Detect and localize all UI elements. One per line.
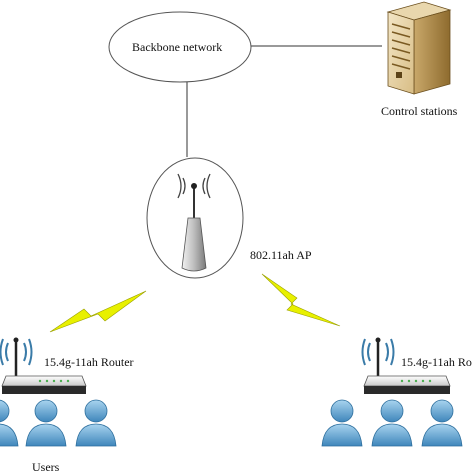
router-left-label: 15.4g-11ah Router bbox=[44, 355, 134, 369]
users-label: Users bbox=[32, 460, 60, 474]
backbone-network-label: Backbone network bbox=[132, 40, 223, 54]
control-station-server-icon bbox=[386, 1, 452, 95]
user-group-left bbox=[0, 399, 117, 447]
user-icon bbox=[25, 399, 67, 447]
user-group-right bbox=[321, 399, 463, 447]
user-icon bbox=[371, 399, 413, 447]
user-icon bbox=[0, 399, 19, 447]
control-stations-label: Control stations bbox=[381, 104, 458, 118]
access-point-icon bbox=[177, 173, 211, 272]
user-icon bbox=[321, 399, 363, 447]
ap-label: 802.11ah AP bbox=[250, 248, 312, 262]
router-right-icon bbox=[361, 337, 451, 394]
wireless-link-left-icon bbox=[49, 290, 147, 333]
backbone-network-cloud bbox=[108, 11, 252, 83]
router-left-icon bbox=[0, 337, 87, 394]
wireless-link-right-icon bbox=[261, 273, 341, 327]
router-right-label: 15.4g-11ah Ro bbox=[401, 355, 472, 369]
user-icon bbox=[421, 399, 463, 447]
user-icon bbox=[75, 399, 117, 447]
